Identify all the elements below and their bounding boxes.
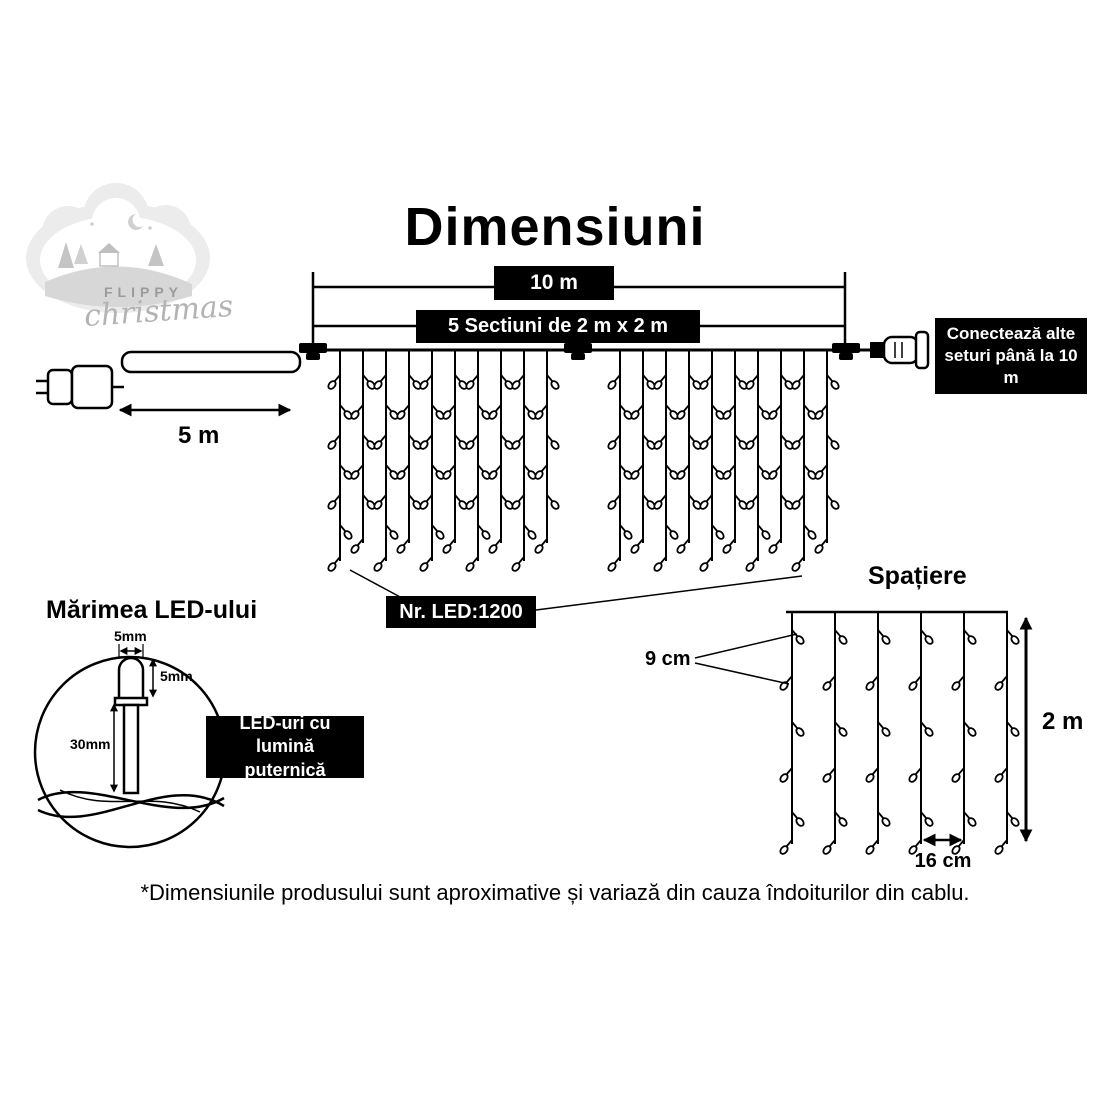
end-connector (870, 330, 930, 370)
brand-name: FLIPPY (104, 284, 184, 300)
vertical-gap-label: 9 cm (645, 648, 691, 670)
spacing-title: Spațiere (868, 562, 967, 590)
led-size-detail (33, 644, 227, 849)
curtain-section-right (607, 351, 840, 572)
twisted-wire (37, 794, 225, 819)
led-width-label: 5mm (114, 628, 147, 644)
horizontal-gap-label: 16 cm (914, 850, 972, 872)
moon-icon (128, 214, 143, 230)
wire-connectors (299, 343, 860, 360)
power-adapter (36, 364, 124, 410)
lead-cable (120, 350, 302, 374)
tree-icon (58, 242, 74, 268)
led-cap-height-label: 5mm (160, 668, 193, 684)
tree-icon (74, 244, 88, 264)
curtain-height-label: 2 m (1042, 708, 1084, 735)
page-title: Dimensiuni (404, 197, 706, 257)
footnote: *Dimensiunile produsului sunt aproximati… (140, 880, 970, 905)
led-bulb (117, 656, 145, 702)
led-length-label: 30mm (70, 736, 111, 752)
connect-note-label: Conectează alte seturi până la 10 m (935, 318, 1087, 394)
lead-length-label: 5 m (178, 422, 220, 449)
led-size-title: Mărimea LED-ului (46, 596, 258, 624)
led-count-label: Nr. LED:1200 (386, 596, 536, 628)
tree-icon (148, 244, 164, 266)
twisted-wire (37, 790, 225, 810)
vertical-gap-pointer (694, 662, 790, 685)
curtain-section-left (327, 351, 560, 572)
led-tube (122, 703, 140, 795)
sections-label: 5 Sectiuni de 2 m x 2 m (416, 310, 700, 343)
vertical-gap-pointer (694, 633, 798, 659)
total-width-label: 10 m (494, 266, 614, 300)
twisted-wire (59, 789, 201, 813)
led-count-pointers (349, 569, 803, 611)
spacing-diagram (694, 610, 1033, 855)
brand-logo-art (26, 183, 210, 313)
led-feature-label: LED-uri cu lumină puternică (206, 713, 364, 780)
